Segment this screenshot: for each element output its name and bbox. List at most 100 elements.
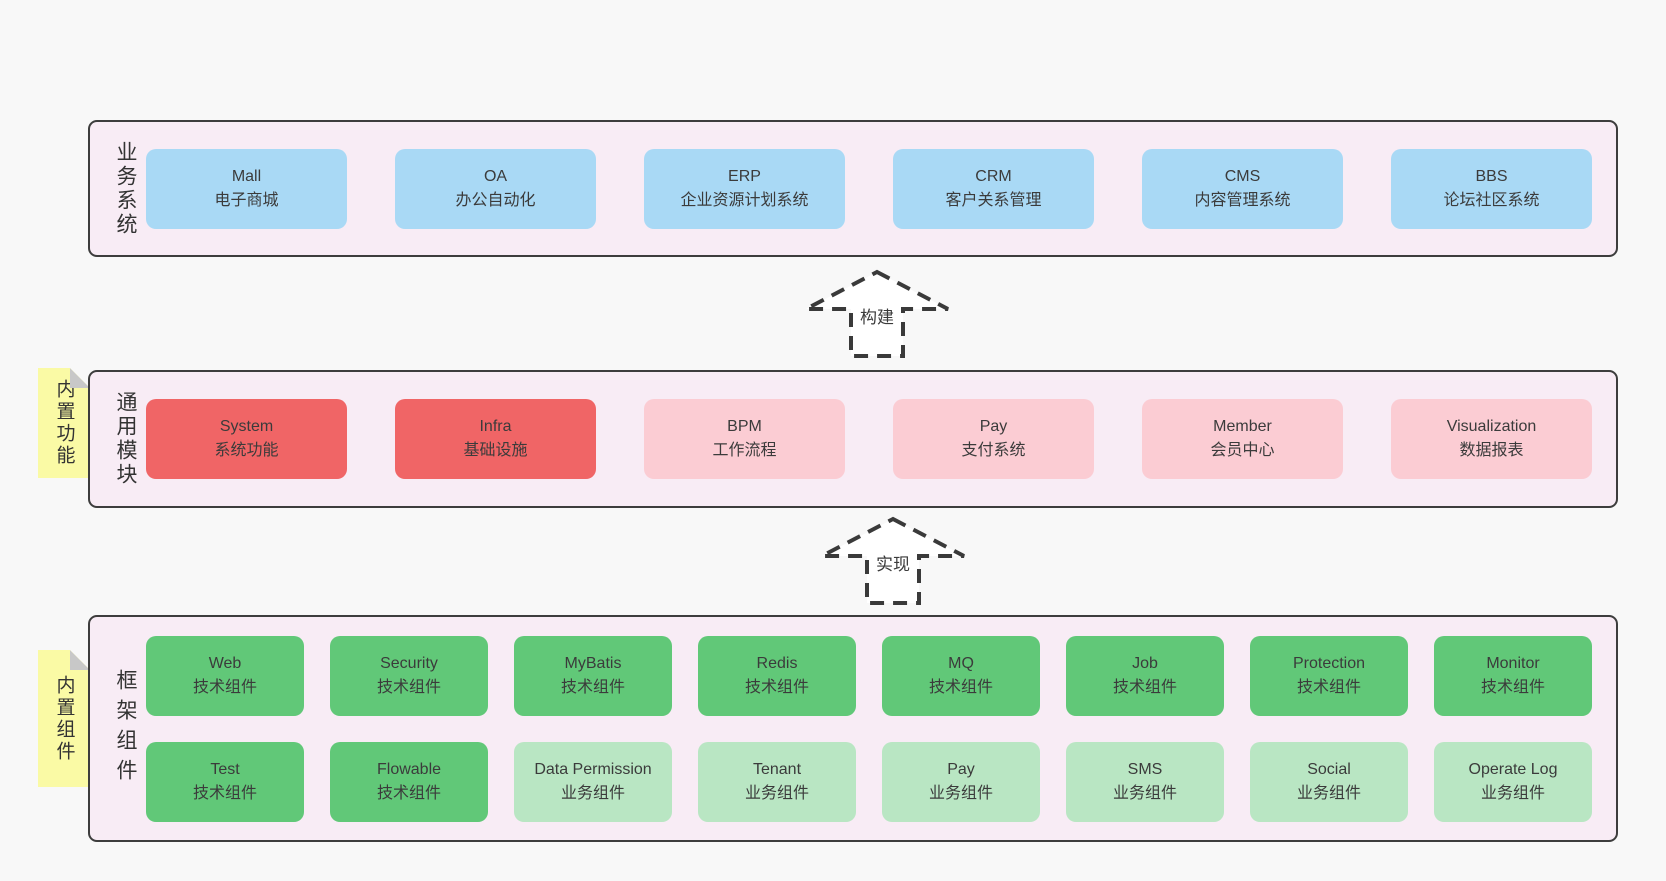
box-name: Infra [479, 418, 512, 435]
folded-corner-icon [70, 650, 90, 670]
box-monitor: Monitor 技术组件 [1434, 635, 1592, 716]
band-label-common-modules: 通用模块 [114, 391, 137, 487]
box-name: Protection [1292, 654, 1366, 672]
box-name: SMS [1127, 760, 1163, 778]
box-name: Operate Log [1468, 760, 1558, 778]
box-desc: 会员中心 [1210, 442, 1275, 459]
box-name: Pay [979, 418, 1008, 435]
box-mall: Mall 电子商城 [146, 148, 347, 229]
box-pay-system: Pay 支付系统 [893, 399, 1094, 479]
implement-arrow: 实现 [818, 515, 968, 607]
sticky-note-built-in-features: 内置功能 [38, 368, 90, 478]
box-visualization: Visualization 数据报表 [1391, 399, 1592, 479]
box-name: CMS [1224, 167, 1261, 185]
box-desc: 系统功能 [214, 442, 279, 459]
box-infra: Infra 基础设施 [395, 399, 596, 479]
box-desc: 支付系统 [961, 442, 1026, 459]
box-operate-log: Operate Log 业务组件 [1434, 741, 1592, 822]
band-business-systems: 业务系统 Mall 电子商城 OA 办公自动化 ERP 企业资源计划系统 CRM… [88, 120, 1618, 257]
box-desc: 论坛社区系统 [1443, 191, 1540, 209]
box-name: Data Permission [534, 760, 652, 778]
box-member: Member 会员中心 [1142, 399, 1343, 479]
box-mq: MQ 技术组件 [882, 635, 1040, 716]
sticky-note-label: 内置功能 [53, 379, 75, 467]
sticky-note-built-in-components: 内置组件 [38, 650, 90, 787]
box-desc: 技术组件 [192, 678, 257, 696]
box-erp: ERP 企业资源计划系统 [644, 148, 845, 229]
box-name: Job [1132, 654, 1158, 672]
box-name: Tenant [752, 760, 802, 778]
box-desc: 业务组件 [1296, 784, 1361, 802]
box-desc: 基础设施 [463, 442, 528, 459]
box-name: Monitor [1486, 654, 1540, 672]
box-crm: CRM 客户关系管理 [893, 148, 1094, 229]
box-desc: 办公自动化 [455, 191, 536, 209]
box-name: OA [483, 167, 508, 185]
box-social: Social 业务组件 [1250, 741, 1408, 822]
box-data-permission: Data Permission 业务组件 [514, 741, 672, 822]
box-tenant: Tenant 业务组件 [698, 741, 856, 822]
box-desc: 技术组件 [928, 678, 993, 696]
build-arrow: 构建 [802, 268, 952, 360]
box-desc: 技术组件 [376, 784, 441, 802]
framework-row-1: Web 技术组件 Security 技术组件 MyBatis 技术组件 Redi… [146, 635, 1592, 716]
box-web: Web 技术组件 [146, 635, 304, 716]
box-desc: 数据报表 [1459, 442, 1524, 459]
box-job: Job 技术组件 [1066, 635, 1224, 716]
box-name: ERP [728, 167, 761, 185]
sticky-note-label: 内置组件 [53, 674, 75, 763]
box-desc: 技术组件 [1296, 678, 1361, 696]
box-name: Test [210, 760, 240, 778]
box-name: Redis [756, 654, 798, 672]
box-desc: 技术组件 [744, 678, 809, 696]
box-desc: 企业资源计划系统 [680, 191, 809, 209]
box-name: Flowable [376, 760, 442, 778]
box-name: System [219, 418, 274, 435]
box-name: Visualization [1446, 418, 1537, 435]
box-oa: OA 办公自动化 [395, 148, 596, 229]
box-system: System 系统功能 [146, 399, 347, 479]
box-bpm: BPM 工作流程 [644, 399, 845, 479]
box-protection: Protection 技术组件 [1250, 635, 1408, 716]
box-name: Mall [231, 167, 262, 185]
box-desc: 电子商城 [214, 191, 279, 209]
box-name: MQ [948, 654, 974, 672]
box-desc: 技术组件 [560, 678, 625, 696]
box-security: Security 技术组件 [330, 635, 488, 716]
box-desc: 工作流程 [712, 442, 777, 459]
box-desc: 业务组件 [1112, 784, 1177, 802]
box-name: MyBatis [564, 654, 622, 672]
band-framework-components: 框架组件 Web 技术组件 Security 技术组件 MyBatis 技术组件… [88, 615, 1618, 842]
box-name: Social [1307, 760, 1351, 778]
box-desc: 客户关系管理 [945, 191, 1042, 209]
band-common-modules: 通用模块 System 系统功能 Infra 基础设施 BPM 工作流程 Pay… [88, 370, 1618, 508]
box-name: BPM [727, 418, 762, 435]
framework-components-rows: Web 技术组件 Security 技术组件 MyBatis 技术组件 Redi… [146, 635, 1592, 822]
box-desc: 内容管理系统 [1194, 191, 1291, 209]
box-name: Web [208, 654, 242, 672]
box-pay-component: Pay 业务组件 [882, 741, 1040, 822]
box-redis: Redis 技术组件 [698, 635, 856, 716]
band-label-framework-components: 框架组件 [114, 668, 137, 789]
box-desc: 业务组件 [744, 784, 809, 802]
box-flowable: Flowable 技术组件 [330, 741, 488, 822]
implement-arrow-label: 实现 [873, 549, 913, 576]
box-mybatis: MyBatis 技术组件 [514, 635, 672, 716]
box-sms: SMS 业务组件 [1066, 741, 1224, 822]
box-name: Pay [947, 760, 975, 778]
business-systems-row: Mall 电子商城 OA 办公自动化 ERP 企业资源计划系统 CRM 客户关系… [146, 148, 1592, 229]
common-modules-row: System 系统功能 Infra 基础设施 BPM 工作流程 Pay 支付系统… [146, 399, 1592, 479]
box-test: Test 技术组件 [146, 741, 304, 822]
box-desc: 业务组件 [928, 784, 993, 802]
box-name: BBS [1475, 167, 1508, 185]
box-name: CRM [975, 167, 1012, 185]
box-name: Member [1213, 418, 1272, 435]
folded-corner-icon [70, 368, 90, 388]
box-desc: 技术组件 [1480, 678, 1545, 696]
box-desc: 技术组件 [192, 784, 257, 802]
band-label-business-systems: 业务系统 [114, 140, 137, 237]
framework-row-2: Test 技术组件 Flowable 技术组件 Data Permission … [146, 741, 1592, 822]
box-desc: 技术组件 [376, 678, 441, 696]
box-desc: 业务组件 [1480, 784, 1545, 802]
